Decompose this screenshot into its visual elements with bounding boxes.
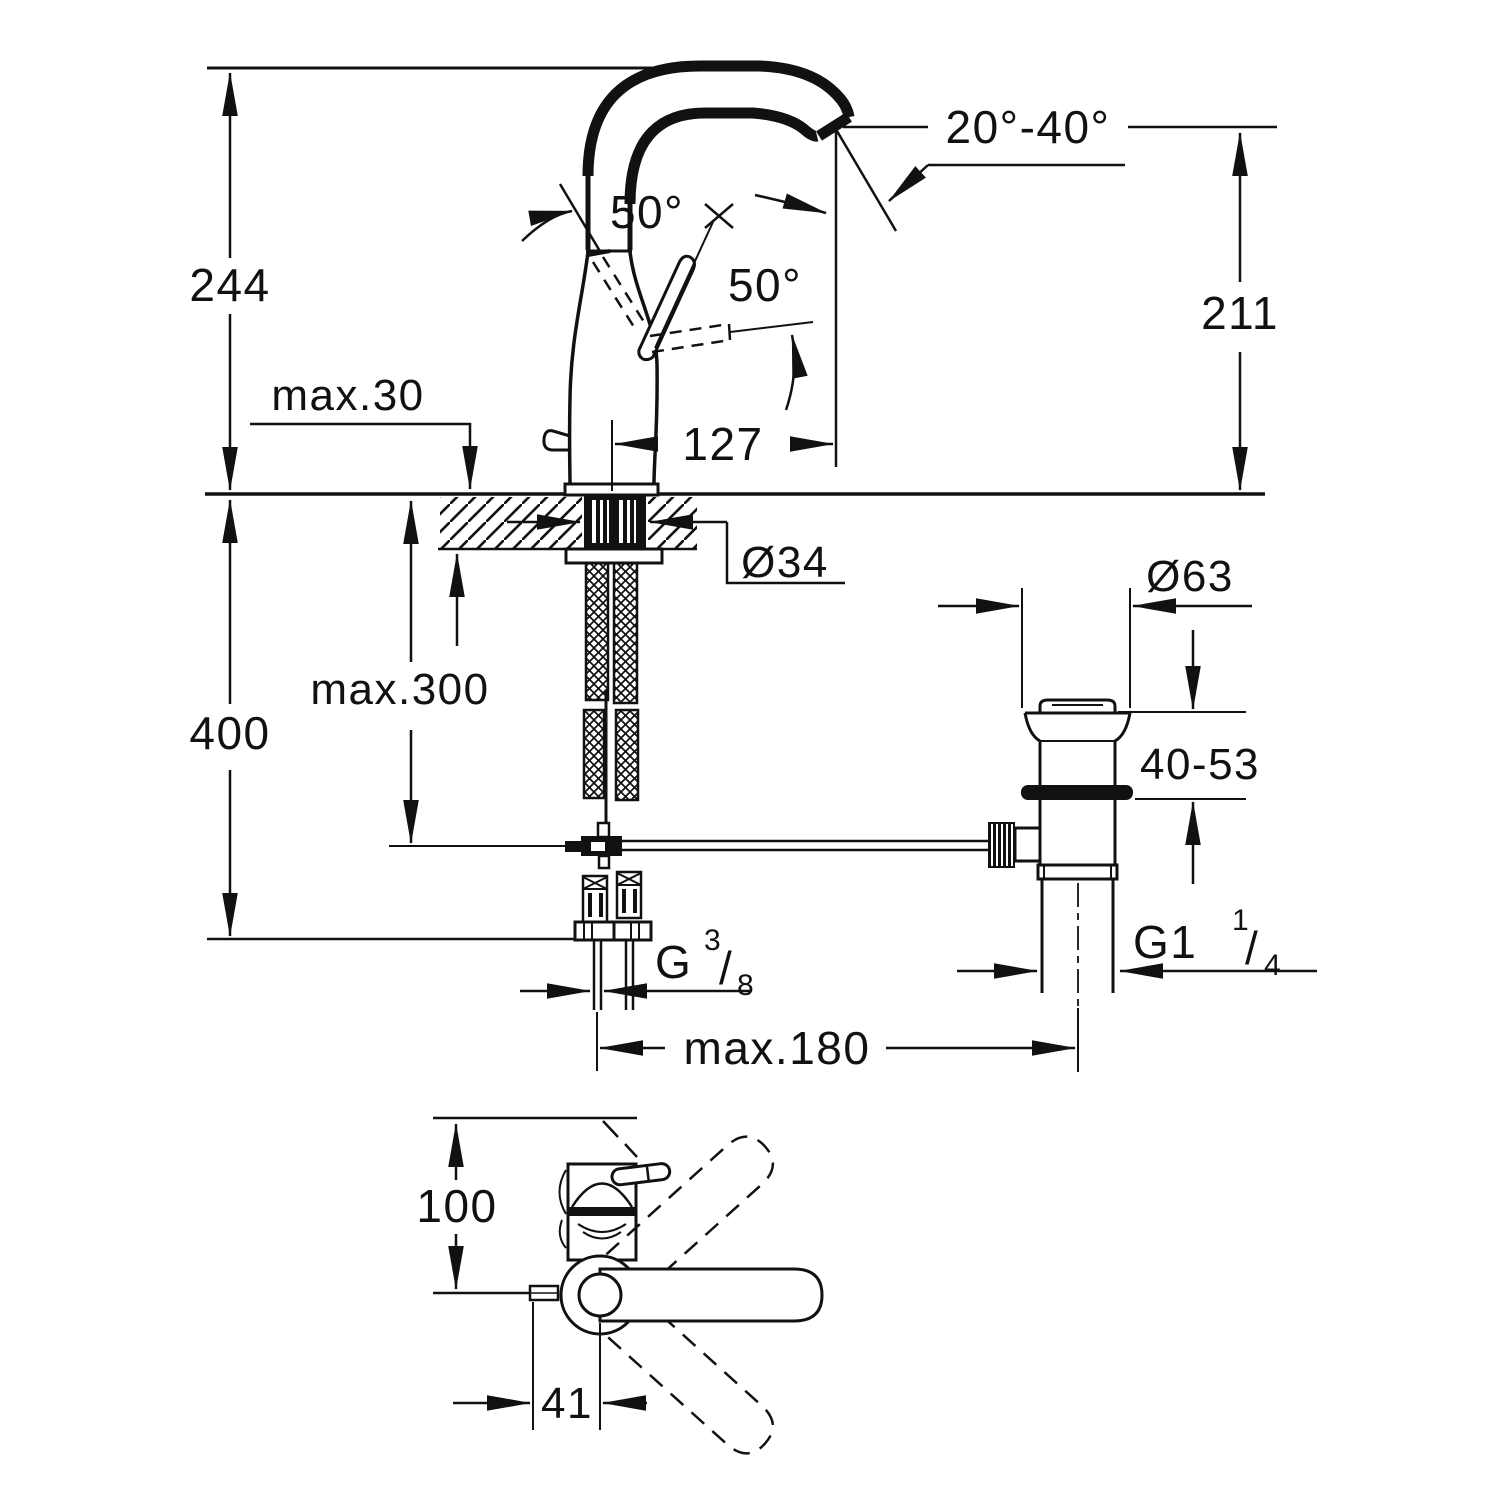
dim-clamp-range: 40-53 — [1118, 630, 1260, 884]
dim-mount-thickness: max.30 — [250, 371, 478, 646]
hose-connectors — [573, 870, 653, 1010]
label-supply-thread-den: 8 — [737, 969, 754, 1002]
label-supply-thread-base: G — [655, 936, 692, 988]
drain-outline — [988, 698, 1133, 1072]
label-hole-diameter: Ø34 — [741, 538, 829, 587]
spout-tip-dashes — [602, 1120, 638, 1158]
handle-swing-up-dashed — [605, 1135, 775, 1294]
label-overall-height: 244 — [189, 259, 270, 311]
body-waist-band — [567, 1207, 637, 1216]
dim-flange-diameter: Ø63 — [938, 552, 1252, 708]
horizontal-rod — [622, 839, 988, 852]
dim-spout-angle: 20°-40° — [888, 101, 1125, 202]
popup-waste-button — [1038, 698, 1117, 715]
label-clamp-range: 40-53 — [1140, 740, 1260, 789]
label-hose-depth: max.300 — [310, 665, 489, 714]
label-below-deck-depth: 400 — [189, 707, 270, 759]
label-spout-angle-range: 20°-40° — [946, 101, 1111, 153]
lever-angle-arc — [784, 334, 808, 411]
dim-spout-height: 211 — [843, 125, 1279, 491]
fastening-nut — [564, 547, 664, 565]
o-ring-seal — [1021, 785, 1133, 800]
spout-outer-curve — [582, 60, 855, 177]
swivel-cross-mark — [704, 203, 734, 229]
label-rod-reach: max.180 — [684, 1022, 871, 1074]
lever-pin-top — [610, 1162, 672, 1187]
lever-axis-line — [654, 221, 714, 349]
faucet-top-outline — [528, 1120, 824, 1455]
cartridge-cap — [587, 249, 611, 257]
label-supply-thread-num: 3 — [704, 924, 721, 957]
reference-lines — [205, 66, 1265, 941]
union-nut-left — [573, 920, 616, 942]
swivel-arc-left — [521, 209, 573, 242]
knob-stem — [1013, 826, 1042, 863]
spout-outlet-face — [816, 112, 852, 141]
top-view: 100 41 — [416, 1116, 824, 1455]
hose-right-lower — [614, 708, 640, 802]
spout-inner-curve — [624, 107, 819, 205]
body-left-curls — [558, 1169, 567, 1249]
label-drain-thread-base: G1 — [1133, 916, 1197, 968]
dim-rod-reach: max.180 — [596, 1008, 1079, 1074]
dim-hose-depth: max.300 — [310, 500, 489, 844]
popup-linkage — [389, 821, 988, 870]
side-view: 244 211 20°-40° 50° 50° max.30 — [189, 60, 1279, 1074]
dim-body-height: 100 — [416, 1116, 637, 1295]
label-mount-thickness: max.30 — [271, 371, 424, 420]
dim-spout-reach: 127 — [611, 418, 834, 491]
hose-right-upper — [612, 561, 639, 705]
label-supply-thread-slash: / — [719, 942, 733, 994]
mounting-shank — [564, 494, 664, 565]
angle-annotations — [521, 130, 898, 467]
lever-handle-horizontal-dashed — [649, 322, 731, 354]
dim-hole-diameter: Ø34 — [507, 514, 845, 587]
dim-overall-height: 244 — [189, 72, 270, 491]
hose-left-lower — [582, 708, 606, 800]
supply-hoses — [582, 561, 640, 838]
popup-rod-knob-side — [542, 429, 571, 452]
tailpipe-collar — [1036, 863, 1119, 881]
handle-hub-inner — [577, 1272, 623, 1318]
dim-drain-thread: G1 1 / 4 — [957, 904, 1317, 982]
outlet-angle-leg — [835, 130, 898, 232]
body-right-wall — [628, 251, 659, 485]
label-handle-angle: 50° — [728, 259, 802, 311]
lever-reference-line — [729, 321, 814, 333]
label-swivel-angle: 50° — [610, 186, 684, 238]
cartridge-dashed — [591, 256, 646, 328]
hose-left-upper — [584, 561, 610, 702]
lever-handle-up — [637, 254, 696, 362]
label-spout-reach: 127 — [682, 418, 763, 470]
tailpipe — [1040, 879, 1115, 993]
label-drain-thread-slash: / — [1245, 922, 1259, 974]
label-drain-thread-den: 4 — [1264, 949, 1281, 982]
label-spout-height: 211 — [1201, 287, 1279, 339]
handle-top-view — [598, 1267, 824, 1323]
handle-swing-down-dashed — [605, 1296, 775, 1455]
dim-supply-thread: G 3 / 8 — [520, 924, 754, 1002]
dim-handle-offset: 41 — [453, 1302, 647, 1430]
body-lower-curls — [577, 1223, 627, 1240]
label-handle-offset: 41 — [541, 1379, 593, 1428]
connector-tails — [592, 941, 635, 1010]
body-left-wall — [567, 251, 590, 485]
label-flange-diameter: Ø63 — [1146, 552, 1234, 601]
union-nut-right — [612, 920, 653, 942]
flange-trumpet — [1023, 712, 1132, 743]
label-drain-thread-num: 1 — [1232, 904, 1249, 937]
spout-dome-arc — [570, 1182, 634, 1208]
swivel-arc-right — [754, 193, 827, 215]
dim-below-deck-depth: 400 — [189, 499, 270, 937]
swivel-tilt-line — [558, 183, 603, 254]
label-body-height: 100 — [416, 1180, 497, 1232]
drain-assembly-view: Ø63 40-53 G1 1 / 4 — [938, 552, 1317, 1072]
